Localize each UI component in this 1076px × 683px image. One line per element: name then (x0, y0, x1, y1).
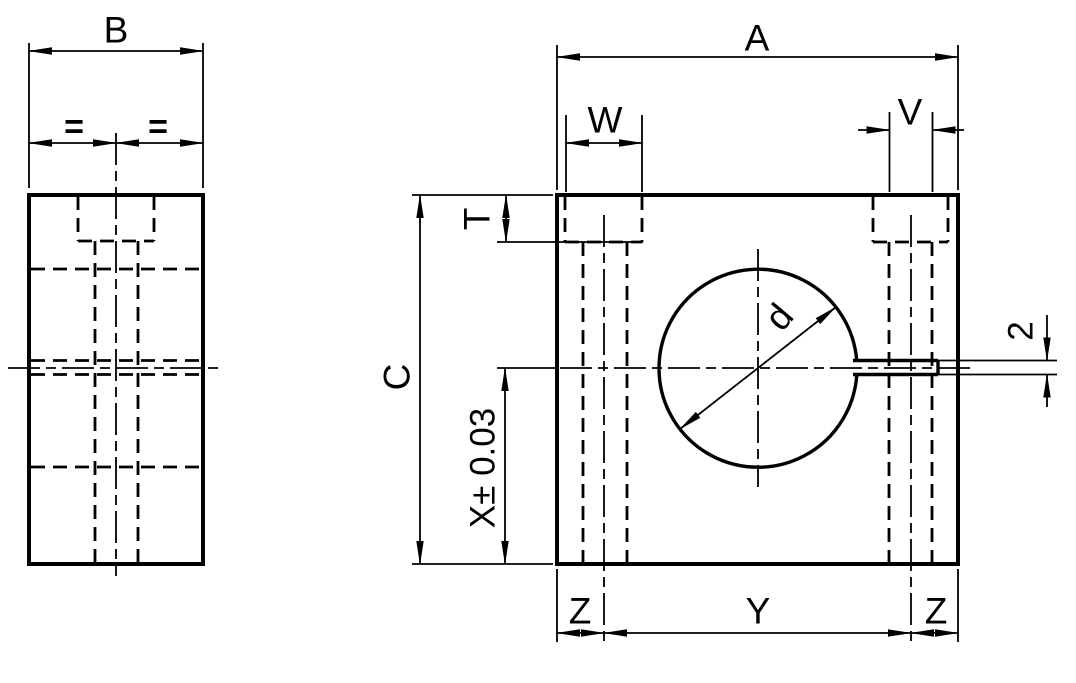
slit-outline (853, 358, 940, 377)
dimension-c (412, 194, 553, 565)
dimension-w (565, 115, 643, 192)
dim-label-w: W (587, 99, 623, 141)
dim-label-equal-left: = (64, 108, 84, 146)
dimension-b (28, 43, 204, 188)
side-view-bore-hidden (31, 267, 201, 469)
dimension-t (497, 194, 643, 243)
dimension-zyz (556, 569, 959, 642)
right-counterbore-hidden (871, 196, 950, 244)
dim-label-slit-width: 2 (1001, 321, 1041, 341)
dim-label-z-left: Z (568, 590, 592, 632)
front-view (412, 45, 1057, 642)
dimension-slit-width (938, 315, 1057, 407)
side-view-counterbore-hidden (76, 196, 156, 243)
dim-label-b: B (103, 9, 129, 51)
side-view (8, 43, 222, 576)
side-view-hole-hidden (93, 241, 140, 562)
dim-label-t: T (456, 207, 498, 231)
dimension-a (556, 45, 959, 190)
left-hole-hidden (581, 242, 629, 562)
dimension-d (679, 306, 837, 430)
side-view-slit-hidden (31, 359, 201, 376)
dimension-v (858, 112, 964, 192)
dim-label-y: Y (745, 590, 771, 632)
dim-label-x-tolerance: X± 0.03 (463, 407, 503, 529)
dim-label-a: A (744, 17, 770, 59)
dim-label-v: V (897, 91, 923, 133)
dimension-x (497, 367, 556, 565)
dim-label-c: C (376, 363, 418, 391)
right-hole-hidden (887, 242, 934, 562)
bore-circle (657, 267, 859, 469)
dim-label-equal-right: = (148, 108, 168, 146)
front-view-block-outline (555, 193, 960, 566)
dim-label-z-right: Z (924, 590, 948, 632)
side-view-centerlines (8, 133, 222, 576)
